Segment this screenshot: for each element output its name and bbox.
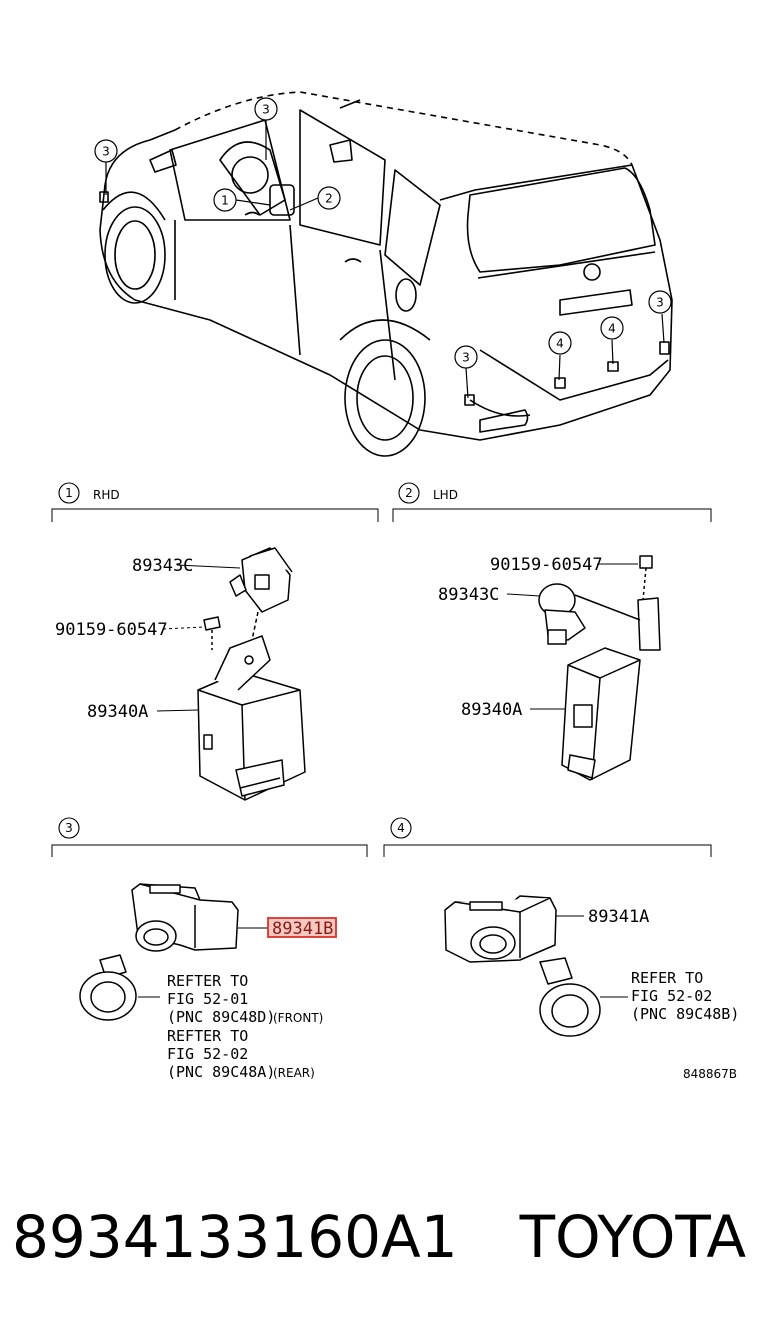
- section-2-header: 2 LHD: [392, 482, 712, 522]
- s3-reference-front: REFTER TO FIG 52-01 (PNC 89C48D) (FRONT): [167, 972, 323, 1026]
- ref-line: (PNC 89C48A): [167, 1063, 275, 1081]
- footer: 8934133160A1 TOYOTA: [0, 1192, 760, 1282]
- callout-label: 2: [325, 192, 333, 206]
- s3-parts-group: [79, 883, 239, 1021]
- section-number: 2: [405, 486, 413, 500]
- part-label-lhd-bolt: 90159-60547: [490, 555, 603, 575]
- ref-line: (PNC 89C48B): [631, 1005, 739, 1023]
- callout-3-top: 3: [254, 97, 278, 121]
- section-4-header: 4: [383, 817, 712, 857]
- ref-line: FIG 52-01: [167, 990, 248, 1008]
- lhd-parts-group: [538, 555, 661, 781]
- ref-line: FIG 52-02: [167, 1045, 248, 1063]
- ref-line: REFTER TO: [167, 1027, 248, 1045]
- section-number: 4: [397, 821, 405, 835]
- part-label-lhd-computer: 89340A: [461, 700, 522, 720]
- part-label-rhd-bolt: 90159-60547: [55, 620, 168, 640]
- callout-label: 3: [656, 296, 664, 310]
- ref-line: REFTER TO: [167, 972, 248, 990]
- callout-3-front: 3: [94, 139, 118, 163]
- rhd-leaders: [156, 564, 241, 712]
- ref-note-rear: (REAR): [273, 1066, 315, 1080]
- section-1-header: 1 RHD: [51, 482, 379, 522]
- part-label-rhd-sensor: 89343C: [132, 556, 193, 576]
- vehicle-illustration: [99, 91, 673, 457]
- ref-note-front: (FRONT): [273, 1011, 323, 1025]
- rhd-parts-group: [197, 547, 306, 801]
- part-label-lhd-sensor: 89343C: [438, 585, 499, 605]
- part-label-rhd-computer: 89340A: [87, 702, 148, 722]
- callout-label: 4: [608, 322, 616, 336]
- diagram-id: 848867B: [683, 1067, 737, 1081]
- footer-brand: TOYOTA: [519, 1203, 746, 1271]
- callout-4-rear-right: 4: [600, 316, 624, 340]
- s3-leaders: [138, 927, 268, 998]
- highlighted-part-89341B[interactable]: 89341B: [267, 917, 337, 939]
- s4-reference: REFER TO FIG 52-02 (PNC 89C48B): [631, 969, 739, 1023]
- s3-reference-rear: REFTER TO FIG 52-02 (PNC 89C48A) (REAR): [167, 1027, 315, 1081]
- s4-leaders: [556, 915, 628, 998]
- section-label-rhd: RHD: [93, 488, 120, 502]
- footer-part-number: 8934133160A1: [12, 1203, 458, 1271]
- section-number: 1: [65, 486, 73, 500]
- callout-label: 3: [462, 351, 470, 365]
- section-number: 3: [65, 821, 73, 835]
- callout-2: 2: [317, 186, 341, 210]
- callout-3-rear-left: 3: [454, 345, 478, 369]
- callout-label: 3: [262, 103, 270, 117]
- part-label-s3-sensor[interactable]: 89341B: [272, 919, 333, 939]
- section-3-header: 3: [51, 817, 368, 857]
- ref-line: REFER TO: [631, 969, 703, 987]
- section-label-lhd: LHD: [433, 488, 458, 502]
- callout-label: 3: [102, 145, 110, 159]
- part-label-s4-sensor: 89341A: [588, 907, 649, 927]
- callout-label: 1: [221, 194, 229, 208]
- callout-4-rear-left: 4: [548, 331, 572, 355]
- callout-3-rear-right: 3: [648, 290, 672, 314]
- s4-parts-group: [444, 895, 601, 1037]
- lhd-leaders: [506, 563, 638, 710]
- callout-1: 1: [213, 188, 237, 212]
- callout-leaders: [105, 120, 665, 399]
- callout-label: 4: [556, 337, 564, 351]
- ref-line: (PNC 89C48D): [167, 1008, 275, 1026]
- ref-line: FIG 52-02: [631, 987, 712, 1005]
